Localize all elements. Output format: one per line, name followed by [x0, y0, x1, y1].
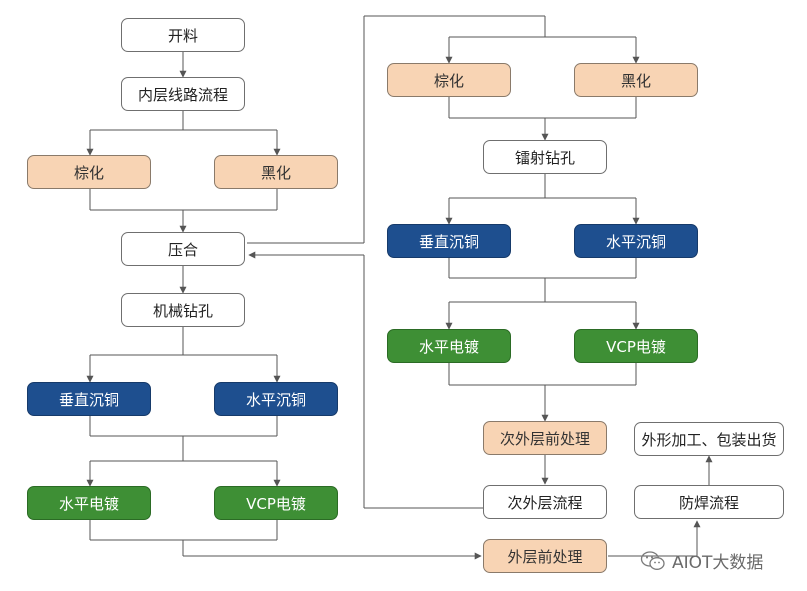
node-cutting: 开料	[121, 18, 245, 52]
node-profiling-packing-shipping: 外形加工、包装出货	[634, 422, 784, 456]
node-sub-outer-process: 次外层流程	[483, 485, 607, 519]
node-brown-oxide-left: 棕化	[27, 155, 151, 189]
node-vertical-pth-left: 垂直沉铜	[27, 382, 151, 416]
node-outer-layer-pretreatment: 外层前处理	[483, 539, 607, 573]
node-mechanical-drilling: 机械钻孔	[121, 293, 245, 327]
wechat-icon	[640, 550, 665, 570]
node-inner-layer-circuit: 内层线路流程	[121, 77, 245, 111]
node-vcp-plating-right: VCP电镀	[574, 329, 698, 363]
node-solder-mask-process: 防焊流程	[634, 485, 784, 519]
node-sub-outer-pretreatment: 次外层前处理	[483, 421, 607, 455]
node-horizontal-pth-left: 水平沉铜	[214, 382, 338, 416]
node-horizontal-pth-right: 水平沉铜	[574, 224, 698, 258]
node-lamination: 压合	[121, 232, 245, 266]
node-vertical-pth-right: 垂直沉铜	[387, 224, 511, 258]
node-black-oxide-right: 黑化	[574, 63, 698, 97]
node-horizontal-plating-left: 水平电镀	[27, 486, 151, 520]
node-black-oxide-left: 黑化	[214, 155, 338, 189]
node-horizontal-plating-right: 水平电镀	[387, 329, 511, 363]
node-vcp-plating-left: VCP电镀	[214, 486, 338, 520]
watermark-text: AIOT大数据	[672, 553, 764, 573]
node-brown-oxide-right: 棕化	[387, 63, 511, 97]
watermark: AIOT大数据	[640, 548, 763, 573]
node-laser-drilling: 镭射钻孔	[483, 140, 607, 174]
